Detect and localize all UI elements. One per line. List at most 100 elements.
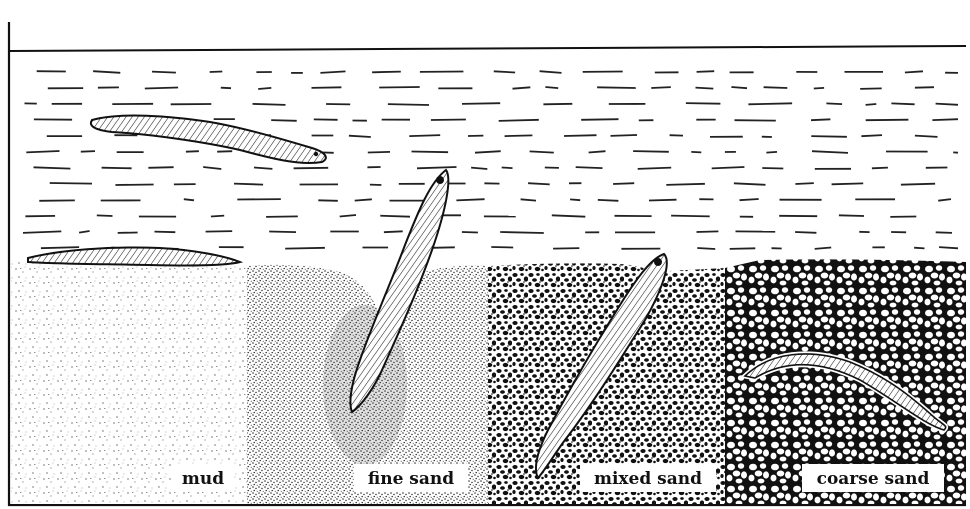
water-dash bbox=[318, 200, 338, 201]
water-dash bbox=[691, 152, 701, 153]
water-dash bbox=[872, 168, 888, 169]
water-dash bbox=[936, 232, 952, 233]
water-dash bbox=[409, 135, 440, 136]
water-dash bbox=[500, 232, 544, 233]
water-dash bbox=[494, 71, 515, 72]
water-dash bbox=[638, 168, 672, 169]
water-dash bbox=[253, 104, 286, 105]
water-dash bbox=[34, 167, 71, 168]
water-dash bbox=[651, 87, 671, 88]
water-dash bbox=[266, 216, 298, 217]
water-dash bbox=[206, 231, 233, 232]
water-dash bbox=[312, 87, 342, 88]
water-dash bbox=[914, 248, 924, 249]
water-dash bbox=[217, 151, 232, 152]
water-dash bbox=[598, 200, 619, 201]
water-dash bbox=[915, 136, 938, 137]
swimming-eel bbox=[91, 116, 326, 164]
water-dash bbox=[456, 199, 484, 200]
water-dash bbox=[184, 199, 194, 200]
water-dash bbox=[431, 120, 466, 121]
water-dash bbox=[384, 231, 403, 232]
water-dash bbox=[412, 152, 449, 153]
water-dash bbox=[513, 87, 531, 88]
water-dash bbox=[145, 88, 178, 89]
water-dash bbox=[115, 185, 153, 186]
water-dash bbox=[811, 119, 830, 120]
water-dash bbox=[368, 152, 390, 153]
water-dash bbox=[152, 72, 176, 73]
water-dash bbox=[861, 135, 882, 136]
water-dash bbox=[570, 199, 580, 200]
water-dash bbox=[203, 167, 221, 169]
water-dash bbox=[380, 216, 410, 217]
water-dash bbox=[320, 71, 345, 73]
water-dash bbox=[932, 119, 958, 120]
water-dash bbox=[814, 88, 824, 89]
water-dash bbox=[552, 215, 586, 216]
coarse-sand-label: coarse sand bbox=[802, 464, 944, 492]
water-dash bbox=[553, 248, 579, 249]
water-dash bbox=[417, 167, 457, 168]
water-dash bbox=[379, 87, 420, 88]
water-surface-line bbox=[9, 46, 966, 51]
water-dash bbox=[795, 232, 816, 233]
water-dash bbox=[81, 151, 95, 152]
water-dash bbox=[712, 167, 745, 168]
water-dash bbox=[499, 120, 539, 121]
water-dash bbox=[815, 248, 832, 249]
water-dash bbox=[530, 151, 554, 152]
water-dash bbox=[839, 215, 864, 216]
water-dash bbox=[613, 183, 634, 184]
water-dash bbox=[155, 232, 176, 233]
mixed-sand-label: mixed sand bbox=[580, 464, 716, 492]
water-dash bbox=[545, 87, 558, 88]
water-dash bbox=[866, 104, 877, 105]
water-dash bbox=[102, 168, 132, 169]
water-dash bbox=[915, 87, 934, 88]
water-dash bbox=[540, 71, 562, 73]
water-dash bbox=[812, 151, 848, 153]
water-dash bbox=[697, 248, 715, 249]
water-dash bbox=[543, 104, 572, 105]
fine-sand-label: fine sand bbox=[354, 464, 468, 492]
water-dash bbox=[581, 119, 618, 120]
water-dash bbox=[633, 151, 669, 152]
water-dash bbox=[93, 71, 120, 73]
water-dash bbox=[41, 247, 79, 248]
water-dash bbox=[826, 103, 842, 104]
water-dash bbox=[97, 215, 113, 216]
water-dash bbox=[50, 183, 92, 184]
water-dash bbox=[148, 167, 173, 168]
water-dash bbox=[269, 232, 296, 233]
water-dash bbox=[502, 168, 513, 169]
water-dash bbox=[901, 184, 935, 185]
water-dash bbox=[740, 199, 759, 200]
water-dash bbox=[730, 248, 756, 249]
water-dash bbox=[866, 120, 909, 121]
water-dash bbox=[905, 71, 923, 72]
water-dash bbox=[564, 135, 597, 136]
water-dash bbox=[372, 72, 401, 73]
water-dash bbox=[521, 199, 536, 200]
water-dash bbox=[221, 88, 231, 89]
water-dashes bbox=[23, 71, 958, 249]
water-dash bbox=[748, 103, 792, 104]
water-dash bbox=[475, 151, 501, 153]
water-dash bbox=[936, 104, 958, 105]
water-dash bbox=[766, 152, 777, 153]
water-dash bbox=[349, 136, 371, 137]
water-dash bbox=[731, 87, 747, 88]
water-dash bbox=[491, 247, 513, 248]
water-dash bbox=[285, 248, 325, 249]
water-dash bbox=[611, 135, 638, 136]
water-dash bbox=[210, 72, 223, 73]
water-dash bbox=[811, 136, 847, 137]
resting-eel bbox=[28, 247, 240, 265]
water-dash bbox=[576, 167, 603, 168]
water-dash bbox=[697, 231, 719, 232]
svg-text:coarse sand: coarse sand bbox=[817, 469, 930, 489]
water-dash bbox=[649, 200, 677, 201]
water-dash bbox=[589, 151, 606, 152]
